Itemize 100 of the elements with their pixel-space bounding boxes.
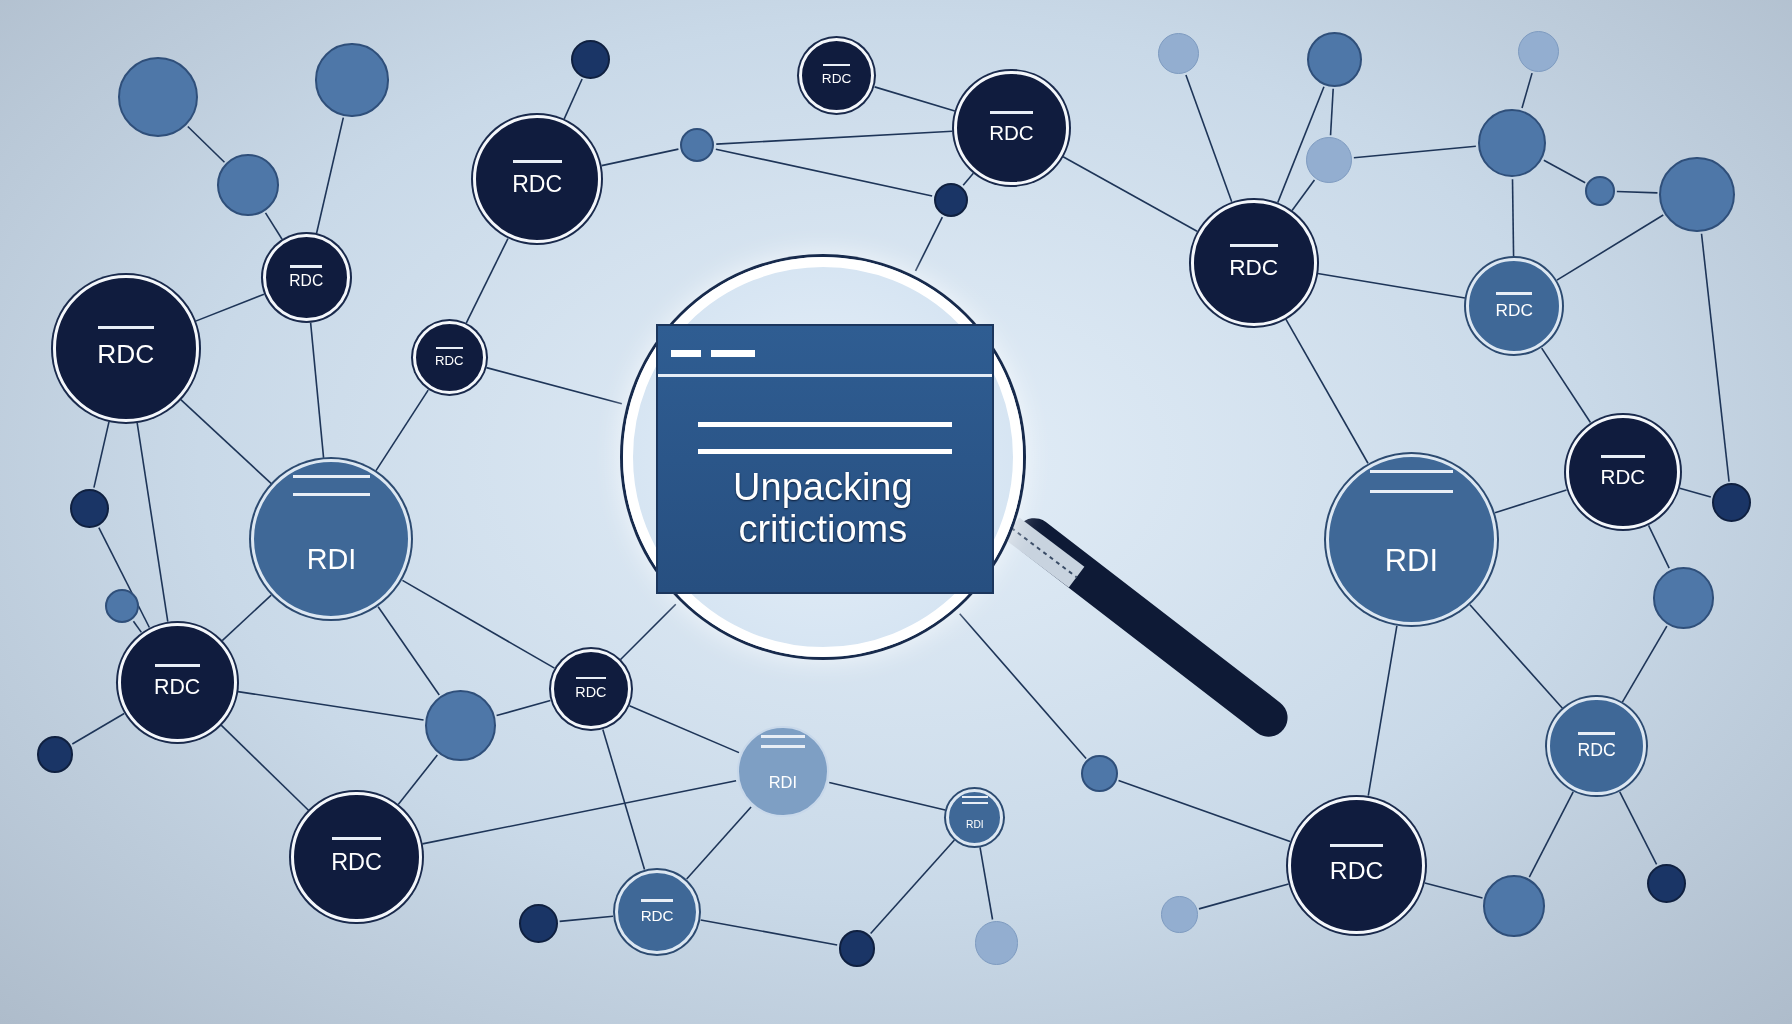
connector-line — [221, 594, 273, 642]
connector-line — [397, 754, 439, 806]
connector-line — [1316, 272, 1466, 299]
connector-line — [180, 398, 273, 485]
lens-title: Unpacking critictioms — [732, 467, 914, 551]
connector-line — [962, 172, 975, 187]
node-label: RDC — [512, 171, 563, 199]
node-circle — [1306, 137, 1352, 183]
connector-line — [377, 606, 441, 696]
connector-line — [558, 915, 614, 923]
connector-line — [1276, 85, 1325, 204]
node-label: RDC — [434, 353, 464, 369]
node-label: RDC — [640, 906, 674, 924]
connector-line — [315, 116, 345, 235]
connector-line — [1198, 883, 1290, 910]
connector-line — [237, 690, 425, 721]
connector-line — [1291, 179, 1316, 212]
connector-line — [715, 148, 933, 197]
connector-line — [914, 216, 944, 272]
connector-line — [187, 125, 226, 163]
connector-line — [1543, 159, 1586, 184]
connector-line — [309, 322, 325, 459]
node-circle — [1646, 864, 1686, 903]
node-label: RDC — [97, 338, 155, 370]
node-circle — [36, 736, 74, 773]
network-node — [946, 788, 1004, 846]
connector-line — [421, 780, 737, 845]
node-label: RDI — [1384, 542, 1438, 579]
node-circle — [518, 904, 558, 943]
node-circle — [571, 40, 611, 79]
connector-line — [93, 421, 110, 489]
connector-line — [628, 704, 740, 754]
node-label: RDI — [768, 773, 797, 793]
connector-line — [71, 712, 125, 745]
connector-line — [1494, 489, 1568, 514]
connector-line — [136, 422, 169, 623]
connector-line — [619, 603, 677, 661]
connector-line — [1511, 178, 1515, 258]
node-label: RDC — [289, 272, 324, 291]
connector-line — [979, 846, 994, 921]
connector-line — [132, 620, 143, 634]
node-circle — [1157, 33, 1199, 75]
connector-line — [220, 724, 310, 812]
node-label: RDI — [966, 818, 984, 830]
connector-line — [194, 293, 265, 322]
connector-line — [1647, 524, 1670, 569]
node-circle — [1081, 755, 1118, 792]
connector-line — [1424, 882, 1484, 899]
connector-line — [1062, 155, 1198, 233]
node-label: RDC — [821, 70, 852, 86]
connector-line — [1185, 74, 1233, 203]
connector-line — [1540, 347, 1592, 424]
connector-line — [401, 579, 556, 669]
connector-line — [1678, 487, 1712, 498]
node-circle — [974, 921, 1019, 965]
connector-line — [1700, 232, 1730, 483]
node-label: RDC — [1600, 464, 1646, 489]
node-circle — [1517, 30, 1559, 72]
connector-line — [600, 148, 680, 167]
connector-line — [1616, 190, 1659, 194]
connector-line — [264, 212, 283, 241]
node-circle — [217, 154, 279, 216]
connector-line — [1117, 779, 1291, 843]
node-label: RDC — [153, 674, 201, 700]
connector-line — [1469, 604, 1564, 709]
connector-line — [715, 130, 954, 145]
node-label: RDI — [306, 542, 357, 576]
connector-line — [1528, 790, 1574, 878]
connector-line — [699, 919, 838, 946]
node-label: RDC — [1495, 299, 1533, 321]
connector-line — [465, 237, 509, 324]
node-circle — [105, 588, 140, 623]
connector-line — [1353, 145, 1477, 159]
connector-line — [1329, 88, 1334, 136]
connector-line — [375, 389, 429, 472]
node-circle — [933, 182, 968, 218]
connector-line — [1521, 72, 1533, 109]
node-circle — [1307, 32, 1363, 87]
connector-line — [602, 728, 646, 871]
node-circle — [838, 930, 876, 967]
connector-line — [685, 806, 752, 880]
connector-line — [1618, 791, 1658, 866]
connector-line — [1285, 318, 1369, 465]
node-circle — [680, 128, 715, 163]
connector-line — [563, 78, 583, 120]
connector-line — [1556, 214, 1665, 281]
connector-line — [495, 699, 552, 717]
connector-line — [958, 613, 1087, 760]
connector-line — [1367, 625, 1398, 797]
node-circle — [1161, 896, 1198, 933]
connector-line — [873, 86, 956, 112]
node-label: RDC — [1229, 254, 1279, 281]
node-circle — [1712, 483, 1751, 523]
connector-line — [1621, 625, 1668, 703]
network-node — [550, 649, 631, 730]
connector-line — [869, 839, 956, 935]
connector-line — [485, 366, 623, 405]
connector-line — [828, 781, 946, 811]
node-circle — [69, 489, 109, 528]
node-label: RDC — [989, 120, 1034, 145]
